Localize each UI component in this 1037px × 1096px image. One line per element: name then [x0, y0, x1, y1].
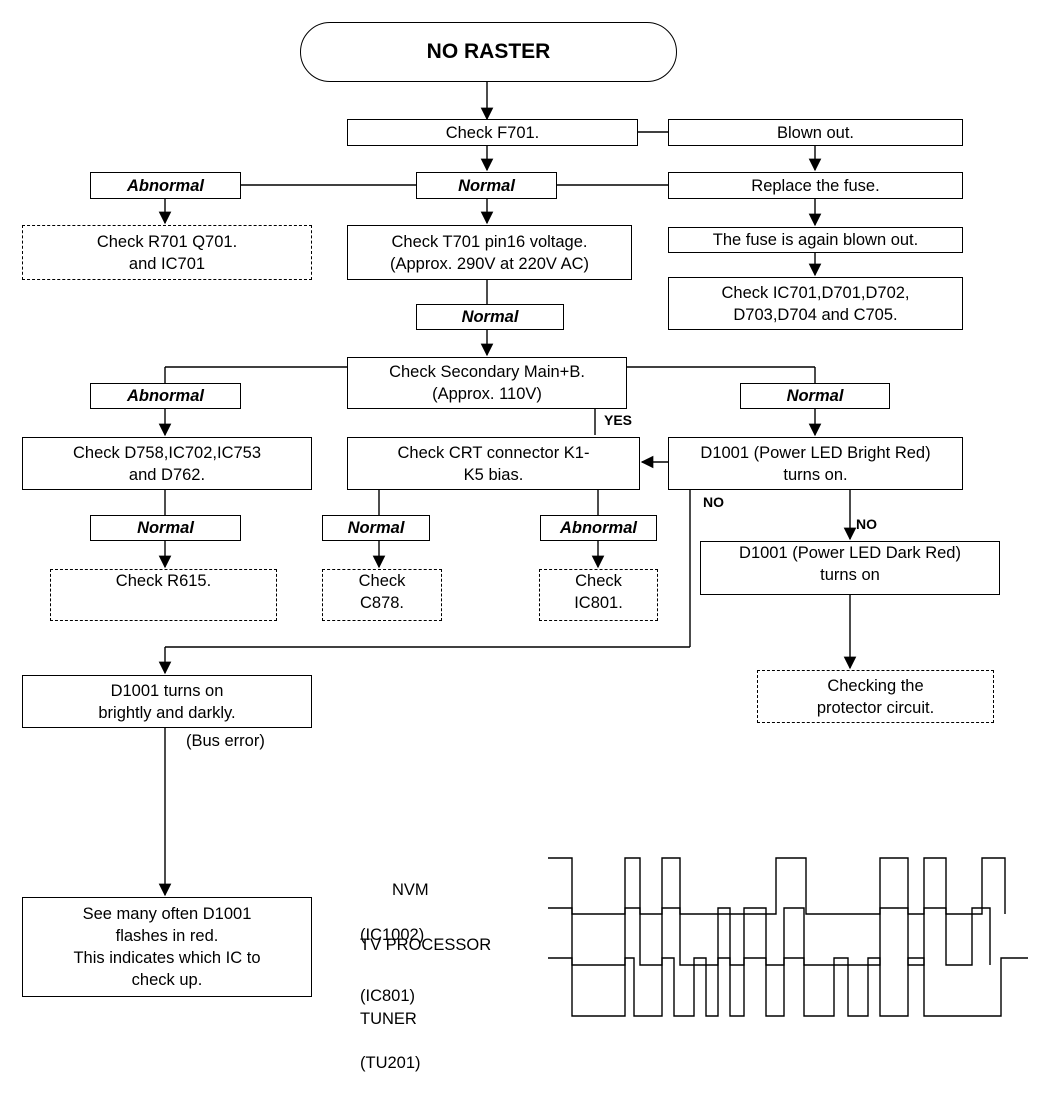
signal-part: (IC1002)	[360, 926, 425, 944]
blown-out-box: Blown out.	[668, 119, 963, 146]
tuner-signal-label: TUNER (TU201)	[360, 986, 421, 1096]
normal-label: Normal	[416, 304, 564, 330]
flowchart: NO RASTER Check F701. Blown out. Abnorma…	[22, 22, 1028, 1072]
checking-protector-box: Checking the protector circuit.	[757, 670, 994, 723]
d1001-bright-box: D1001 (Power LED Bright Red) turns on.	[668, 437, 963, 490]
check-f701-box: Check F701.	[347, 119, 638, 146]
d1001-brightly-box: D1001 turns on brightly and darkly.	[22, 675, 312, 728]
no-label: NO	[856, 516, 877, 532]
tuner-waveform	[548, 957, 1028, 1017]
abnormal-label: Abnormal	[90, 383, 241, 409]
signal-part: (TU201)	[360, 1054, 421, 1072]
normal-label: Normal	[90, 515, 241, 541]
connector-lines	[158, 80, 1028, 1017]
nvm-signal-label: NVM (IC1002)	[360, 857, 429, 968]
check-ic801-box: Check IC801.	[539, 569, 658, 621]
abnormal-label: Abnormal	[90, 172, 241, 199]
abnormal-label: Abnormal	[540, 515, 657, 541]
no-label: NO	[703, 494, 724, 510]
see-many-box: See many often D1001 flashes in red. Thi…	[22, 897, 312, 997]
check-ic701-box: Check IC701,D701,D702, D703,D704 and C70…	[668, 277, 963, 330]
signal-part: (IC801)	[360, 987, 416, 1005]
check-crt-box: Check CRT connector K1- K5 bias.	[347, 437, 640, 490]
signal-name: TV PROCESSOR	[360, 936, 492, 954]
check-t701-box: Check T701 pin16 voltage. (Approx. 290V …	[347, 225, 632, 280]
page-title: NO RASTER	[300, 22, 677, 82]
normal-label: Normal	[322, 515, 430, 541]
fuse-again-box: The fuse is again blown out.	[668, 227, 963, 253]
nvm-waveform	[548, 857, 1006, 915]
check-secondary-box: Check Secondary Main+B. (Approx. 110V)	[347, 357, 627, 409]
check-r615-box: Check R615.	[50, 569, 277, 621]
normal-label: Normal	[416, 172, 557, 199]
bus-error-note: (Bus error)	[186, 732, 265, 750]
tv-processor-waveform	[548, 907, 991, 966]
replace-fuse-box: Replace the fuse.	[668, 172, 963, 199]
tv-processor-signal-label: TV PROCESSOR (IC801)	[360, 912, 491, 1029]
d1001-dark-box: D1001 (Power LED Dark Red) turns on	[700, 541, 1000, 595]
signal-name: TUNER	[360, 1010, 417, 1028]
signal-name: NVM	[392, 881, 429, 899]
check-c878-box: Check C878.	[322, 569, 442, 621]
check-r701-box: Check R701 Q701. and IC701	[22, 225, 312, 280]
check-d758-box: Check D758,IC702,IC753 and D762.	[22, 437, 312, 490]
normal-label: Normal	[740, 383, 890, 409]
yes-label: YES	[604, 412, 633, 428]
